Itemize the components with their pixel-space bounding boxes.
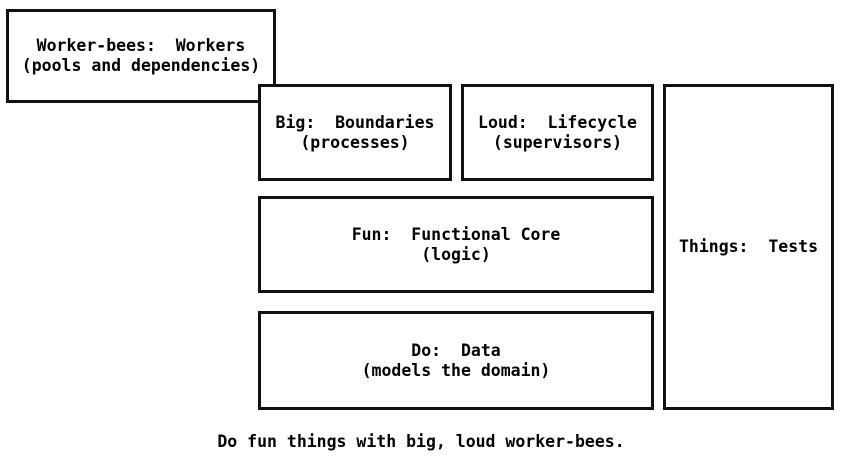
big-boundaries-box[interactable]: Big: Boundaries (processes) xyxy=(258,84,452,181)
diagram-caption: Do fun things with big, loud worker-bees… xyxy=(217,432,625,451)
big-boundaries-box-label: Big: Boundaries (processes) xyxy=(275,112,435,152)
things-tests-box-label: Things: Tests xyxy=(678,237,819,256)
things-tests-box[interactable]: Things: Tests xyxy=(663,84,834,410)
do-data-box[interactable]: Do: Data (models the domain) xyxy=(258,311,654,410)
loud-lifecycle-box[interactable]: Loud: Lifecycle (supervisors) xyxy=(461,84,654,181)
worker-bees-box-label: Worker-bees: Workers (pools and dependen… xyxy=(21,36,261,75)
worker-bees-box[interactable]: Worker-bees: Workers (pools and dependen… xyxy=(6,9,276,103)
loud-lifecycle-box-label: Loud: Lifecycle (supervisors) xyxy=(478,112,637,152)
do-data-box-label: Do: Data (models the domain) xyxy=(361,340,551,380)
fun-functional-core-box-label: Fun: Functional Core (logic) xyxy=(351,224,561,264)
fun-functional-core-box[interactable]: Fun: Functional Core (logic) xyxy=(258,196,654,293)
